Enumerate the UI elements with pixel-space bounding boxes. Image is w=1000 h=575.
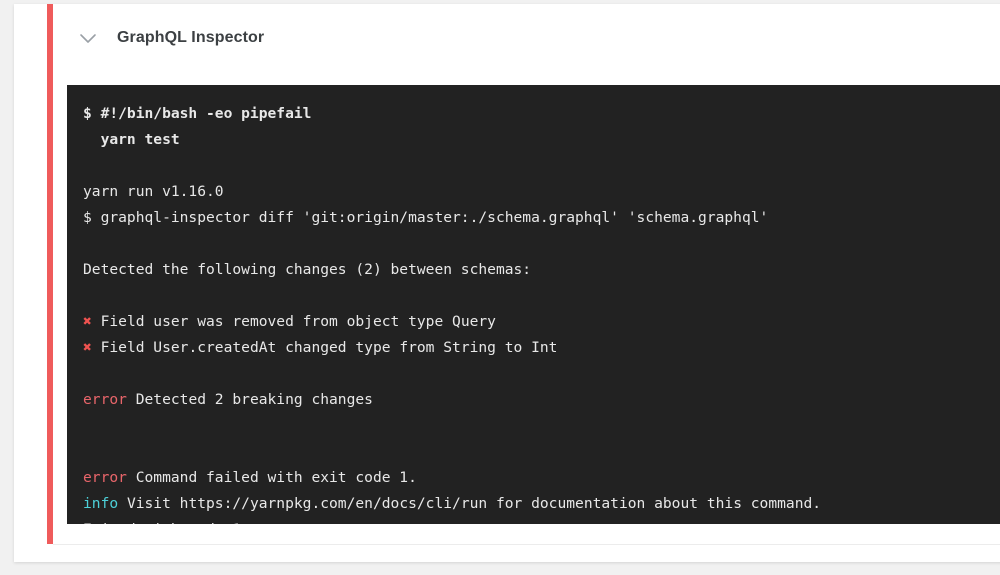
terminal-token-cross: ✖ (83, 313, 92, 330)
job-divider (53, 544, 1000, 545)
job-header[interactable]: GraphQL Inspector (53, 4, 1000, 72)
terminal-line (83, 439, 1000, 465)
terminal-token-error: error (83, 391, 127, 408)
terminal-token-plain: yarn run v1.16.0 (83, 183, 224, 200)
card-footer-space (14, 545, 1000, 562)
terminal-line: $ #!/bin/bash -eo pipefail (83, 101, 1000, 127)
terminal-token-plain: Detected 2 breaking changes (126, 391, 373, 408)
terminal-token-error: error (83, 469, 127, 486)
terminal-token-plain (83, 287, 92, 304)
terminal-line: yarn test (83, 127, 1000, 153)
terminal-token-plain: $ #!/bin/bash -eo pipefail (83, 105, 312, 122)
terminal-token-plain: Visit https://yarnpkg.com/en/docs/cli/ru… (118, 495, 822, 512)
terminal-token-plain: Command failed with exit code 1. (126, 469, 417, 486)
chevron-down-icon[interactable] (75, 25, 101, 51)
job-title: GraphQL Inspector (117, 29, 265, 46)
terminal-token-plain: Field user was removed from object type … (91, 313, 496, 330)
terminal-line: ✖ Field user was removed from object typ… (83, 309, 1000, 335)
terminal-line: $ graphql-inspector diff 'git:origin/mas… (83, 205, 1000, 231)
terminal-token-plain (83, 235, 92, 252)
terminal-token-plain: Exited with code 1 (83, 521, 241, 524)
terminal-token-plain: Field User.createdAt changed type from S… (91, 339, 558, 356)
terminal-token-plain: yarn test (83, 131, 180, 148)
terminal-line: ✖ Field User.createdAt changed type from… (83, 335, 1000, 361)
terminal-token-plain (83, 443, 92, 460)
terminal-line: error Detected 2 breaking changes (83, 387, 1000, 413)
terminal-line: yarn run v1.16.0 (83, 179, 1000, 205)
terminal-line: info Visit https://yarnpkg.com/en/docs/c… (83, 491, 1000, 517)
terminal-token-cross: ✖ (83, 339, 92, 356)
terminal-line (83, 153, 1000, 179)
job-card: GraphQL Inspector $ #!/bin/bash -eo pipe… (14, 4, 1000, 562)
terminal-token-plain (83, 365, 92, 382)
terminal-token-plain: Detected the following changes (2) betwe… (83, 261, 532, 278)
terminal-token-plain (83, 157, 92, 174)
terminal-token-plain (83, 417, 92, 434)
job-status-accent-bar (47, 4, 53, 544)
terminal-line: error Command failed with exit code 1. (83, 465, 1000, 491)
terminal-line: Detected the following changes (2) betwe… (83, 257, 1000, 283)
terminal-line (83, 231, 1000, 257)
terminal-token-info: info (83, 495, 119, 512)
terminal-line: Exited with code 1 (83, 517, 1000, 524)
terminal-log-lines: $ #!/bin/bash -eo pipefail yarn test yar… (67, 85, 1000, 524)
terminal-line (83, 361, 1000, 387)
terminal-line (83, 413, 1000, 439)
terminal-line (83, 283, 1000, 309)
terminal-log-panel[interactable]: $ #!/bin/bash -eo pipefail yarn test yar… (67, 85, 1000, 524)
terminal-token-plain: $ graphql-inspector diff 'git:origin/mas… (83, 209, 769, 226)
